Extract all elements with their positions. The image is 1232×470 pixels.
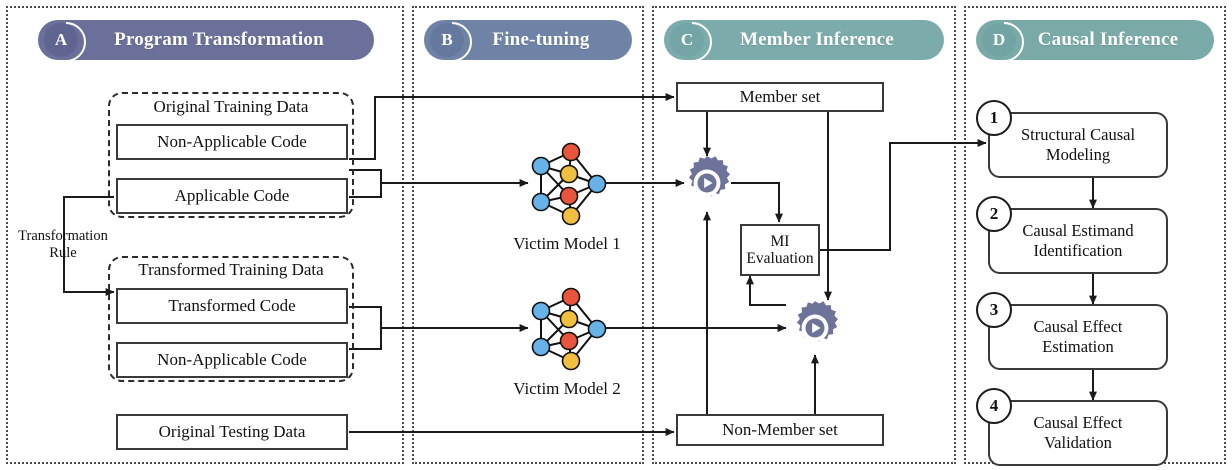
transformation-rule-label: Transformation Rule [4, 228, 122, 261]
section-badge-c: C [670, 23, 704, 57]
non-member-set-box[interactable]: Non-Member set [676, 414, 884, 446]
non-applicable-code-box-bottom[interactable]: Non-Applicable Code [116, 342, 348, 378]
non-applicable-code-box-top[interactable]: Non-Applicable Code [116, 124, 348, 160]
mi-evaluation-line1: MI [770, 232, 790, 250]
section-badge-b: B [430, 23, 464, 57]
panel-a-border [6, 6, 404, 464]
causal-step-3-line1: Causal Effect [1033, 317, 1123, 337]
mi-evaluation-line2: Evaluation [746, 250, 814, 267]
victim-model-1-icon [525, 138, 609, 228]
causal-step-1-line2: Modeling [1045, 145, 1111, 164]
section-title-c: Member Inference [740, 29, 894, 50]
attack-gear-top-icon[interactable] [679, 155, 735, 211]
original-testing-data-box[interactable]: Original Testing Data [116, 414, 348, 450]
victim-model-1-caption: Victim Model 1 [513, 234, 621, 253]
applicable-code-box[interactable]: Applicable Code [116, 178, 348, 214]
causal-step-4-number: 4 [976, 388, 1012, 424]
original-training-data-group [108, 92, 354, 218]
causal-step-4-line2: Validation [1044, 433, 1112, 452]
causal-step-3-number: 3 [976, 292, 1012, 328]
section-header-a: A Program Transformation [38, 20, 374, 62]
mi-evaluation-box[interactable]: MI Evaluation [740, 224, 820, 276]
section-title-a: Program Transformation [114, 29, 324, 50]
section-badge-b-text: B [441, 30, 453, 49]
section-badge-a: A [44, 23, 78, 57]
victim-model-2-caption: Victim Model 2 [513, 379, 621, 398]
transformed-training-data-label: Transformed Training Data [138, 260, 324, 279]
panel-b-border [412, 6, 644, 464]
member-set-box[interactable]: Member set [676, 82, 884, 112]
transformation-rule-line1: Transformation [18, 228, 108, 244]
section-title-d: Causal Inference [1037, 29, 1179, 50]
section-badge-a-text: A [54, 30, 68, 49]
causal-step-2-line1: Causal Estimand [1022, 221, 1134, 241]
causal-step-1-box[interactable]: Structural Causal Modeling [988, 112, 1168, 178]
causal-step-4-line1: Causal Effect [1033, 413, 1123, 433]
transformation-rule-line2: Rule [49, 244, 77, 261]
original-training-data-label: Original Training Data [153, 97, 309, 116]
causal-step-2-box[interactable]: Causal Estimand Identification [988, 208, 1168, 274]
transformed-code-box[interactable]: Transformed Code [116, 288, 348, 324]
causal-step-2-line2: Identification [1033, 241, 1123, 260]
section-header-b: B Fine-tuning [424, 20, 632, 62]
section-header-c: C Member Inference [664, 20, 944, 62]
section-title-b: Fine-tuning [492, 29, 590, 50]
section-header-d: D Causal Inference [976, 20, 1214, 62]
causal-step-1-line1: Structural Causal [1020, 125, 1136, 145]
section-badge-c-text: C [680, 30, 694, 49]
attack-gear-bottom-icon[interactable] [787, 300, 843, 356]
section-badge-d-text: D [992, 30, 1006, 49]
section-badge-d: D [982, 23, 1016, 57]
victim-model-2-icon [525, 283, 609, 373]
causal-step-1-number: 1 [976, 100, 1012, 136]
causal-step-3-line2: Estimation [1042, 337, 1114, 356]
causal-step-2-number: 2 [976, 196, 1012, 232]
transformed-training-data-group [108, 256, 354, 382]
causal-step-3-box[interactable]: Causal Effect Estimation [988, 304, 1168, 370]
causal-step-4-box[interactable]: Causal Effect Validation [988, 400, 1168, 466]
